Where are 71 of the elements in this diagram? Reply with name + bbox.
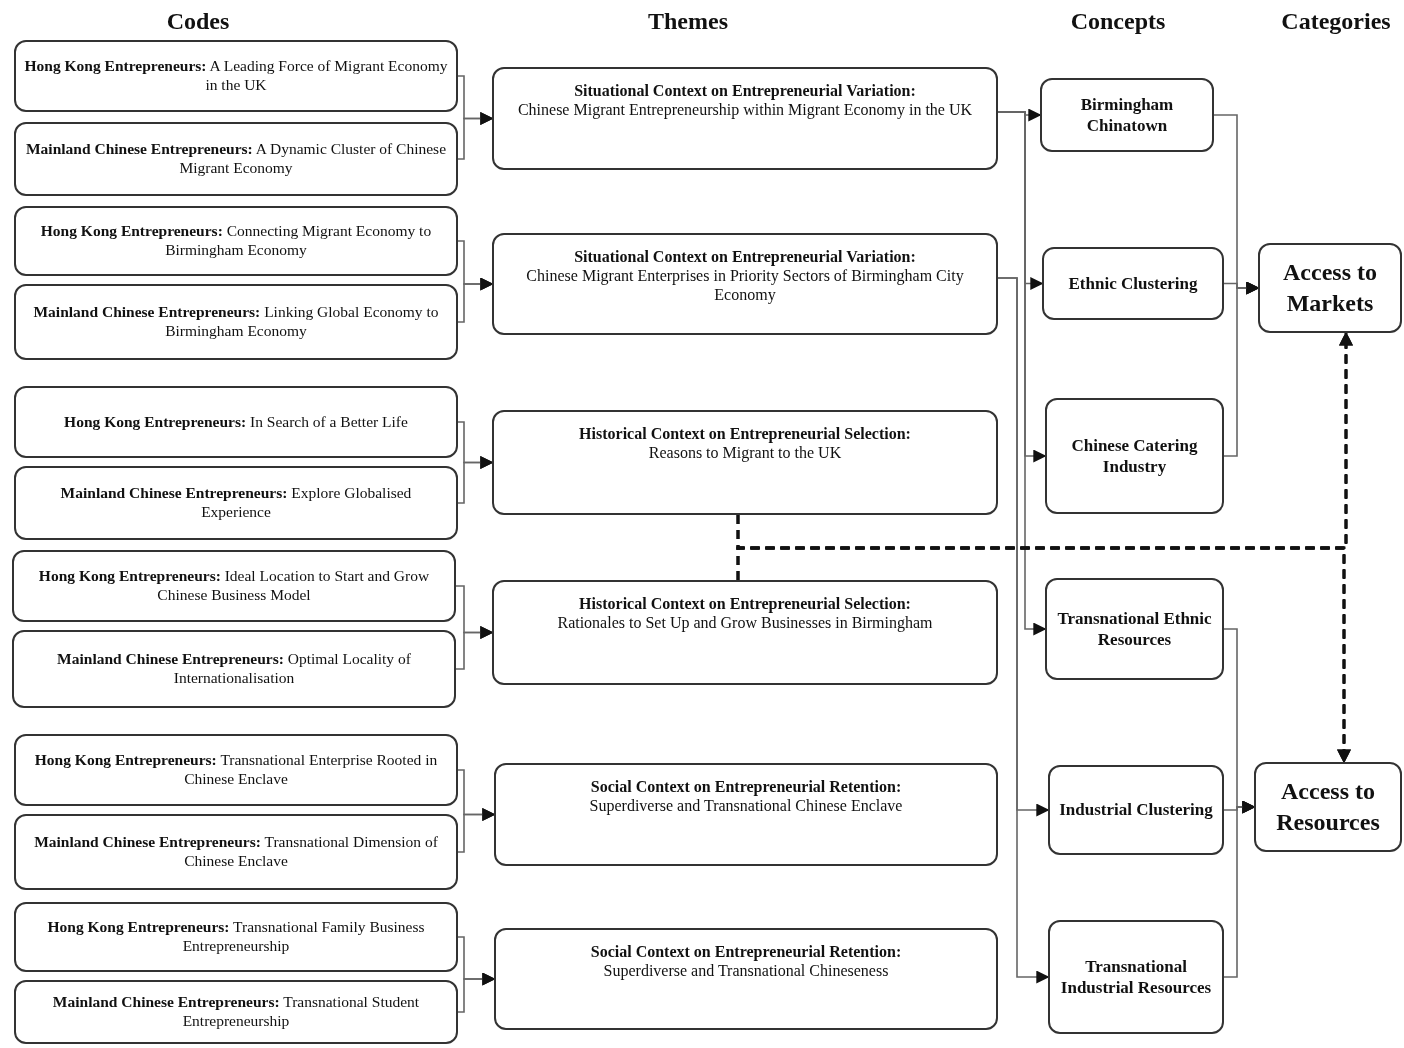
- code-text: Hong Kong Entrepreneurs: A Leading Force of Migrant Economy in the UK: [24, 57, 448, 95]
- concept-text: Ethnic Clustering: [1068, 272, 1198, 295]
- arrow: [457, 456, 494, 504]
- code-box: [14, 814, 458, 890]
- theme-text: Superdiverse and Transnational Chinese Enclave: [589, 796, 903, 816]
- code-box: [14, 386, 458, 458]
- theme-text: Superdiverse and Transnational Chineseness: [603, 961, 889, 981]
- code-text: Hong Kong Entrepreneurs: Ideal Location to Start and Grow Chinese Business Model: [37, 567, 431, 605]
- theme-heading: Historical Context on Entrepreneurial Selection:: [579, 424, 911, 444]
- theme-text: Reasons to Migrant to the UK: [648, 443, 842, 463]
- code-box: [14, 284, 458, 360]
- code-box: [14, 734, 458, 806]
- code-box: [14, 206, 458, 276]
- arrow: [457, 112, 494, 160]
- concept-text: Industrial Clustering: [1059, 799, 1213, 821]
- code-box: [14, 980, 458, 1044]
- concept-box: [1045, 398, 1224, 514]
- theme-text: Chinese Migrant Entrepreneurship within Migrant Economy in the UK: [517, 100, 973, 120]
- arrow: [1223, 800, 1256, 978]
- theme-box: [492, 233, 998, 335]
- code-text: Mainland Chinese Entrepreneurs: Explore Globalised Experience: [59, 484, 413, 522]
- concept-box: [1042, 247, 1224, 320]
- code-text: Mainland Chinese Entrepreneurs: Linking Global Economy to Birmingham Economy: [32, 303, 440, 341]
- cat-text: Access to Resources: [1275, 776, 1381, 837]
- theme-heading: Situational Context on Entrepreneurial Variation:: [574, 81, 916, 101]
- code-box: [14, 40, 458, 112]
- cat-text: Access to Markets: [1282, 257, 1378, 318]
- code-text: Mainland Chinese Entrepreneurs: Optimal Locality of Internationalisation: [56, 650, 412, 688]
- arrow: [457, 972, 496, 1013]
- theme-heading: Historical Context on Entrepreneurial Selection:: [579, 594, 911, 614]
- code-box: [14, 902, 458, 972]
- code-text: Hong Kong Entrepreneurs: Transnational Family Business Entrepreneurship: [46, 918, 426, 956]
- code-text: Hong Kong Entrepreneurs: In Search of a Better Life: [64, 412, 408, 432]
- code-box: [14, 122, 458, 196]
- code-box: [12, 550, 456, 622]
- theme-text: Chinese Migrant Enterprises in Priority Sectors of Birmingham City Economy: [525, 266, 965, 305]
- code-text: Mainland Chinese Entrepreneurs: A Dynamic Cluster of Chinese Migrant Economy: [24, 140, 448, 178]
- arrow: [1223, 281, 1260, 457]
- code-text: Hong Kong Entrepreneurs: Connecting Migrant Economy to Birmingham Economy: [39, 222, 433, 260]
- theme-heading: Social Context on Entrepreneurial Retention:: [590, 777, 902, 797]
- theme-heading: Situational Context on Entrepreneurial Variation:: [574, 247, 916, 267]
- column-heading: Themes: [648, 8, 728, 35]
- theme-box: [492, 67, 998, 170]
- column-heading: Codes: [166, 8, 230, 35]
- concept-box: [1040, 78, 1214, 152]
- code-text: Mainland Chinese Entrepreneurs: Transnational Student Entrepreneurship: [51, 993, 421, 1031]
- code-text: Hong Kong Entrepreneurs: Transnational Enterprise Rooted in Chinese Enclave: [33, 751, 439, 789]
- arrow: [455, 626, 494, 670]
- theme-text: Rationales to Set Up and Grow Businesses in Birmingham: [557, 613, 933, 633]
- concept-box: [1045, 578, 1224, 680]
- theme-box: [494, 928, 998, 1030]
- code-box: [14, 466, 458, 540]
- concept-text: Birmingham Chinatown: [1079, 93, 1175, 137]
- concept-box: [1048, 920, 1224, 1034]
- arrow: [457, 277, 494, 323]
- concept-box: [1048, 765, 1224, 855]
- theme-heading: Social Context on Entrepreneurial Retention:: [590, 942, 902, 962]
- theme-box: [492, 410, 998, 515]
- column-heading: Concepts: [1070, 8, 1166, 35]
- code-text: Mainland Chinese Entrepreneurs: Transnational Dimension of Chinese Enclave: [33, 833, 439, 871]
- category-box: [1254, 762, 1402, 852]
- concept-text: Transnational Industrial Resources: [1059, 955, 1213, 999]
- column-heading: Categories: [1281, 8, 1391, 35]
- arrow: [997, 277, 1050, 984]
- category-box: [1258, 243, 1402, 333]
- code-box: [12, 630, 456, 708]
- arrow: [457, 808, 496, 853]
- theme-box: [494, 763, 998, 866]
- concept-text: Transnational Ethnic Resources: [1056, 607, 1213, 651]
- theme-box: [492, 580, 998, 685]
- concept-text: Chinese Catering Industry: [1070, 434, 1199, 478]
